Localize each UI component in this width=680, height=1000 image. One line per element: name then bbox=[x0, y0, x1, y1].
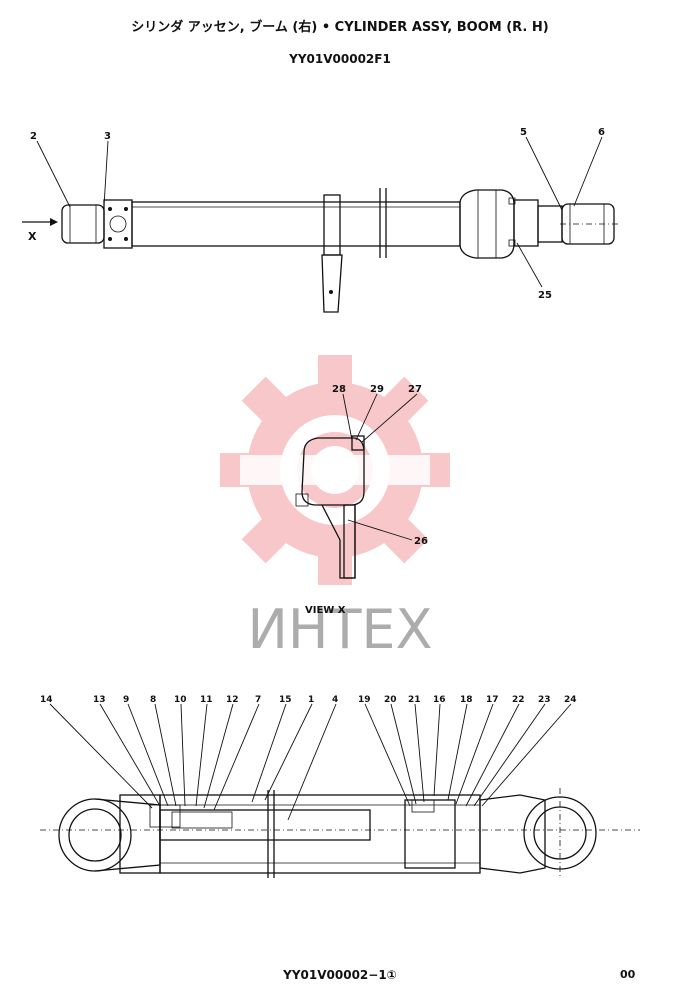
callout-26: 26 bbox=[414, 536, 428, 547]
callout-20: 20 bbox=[384, 695, 397, 705]
callout-14: 14 bbox=[40, 695, 53, 705]
callout-11: 11 bbox=[200, 695, 213, 705]
page-title: シリンダ アッセン, ブーム (右) • CYLINDER ASSY, BOOM… bbox=[131, 20, 549, 35]
callout-18: 18 bbox=[460, 695, 473, 705]
callout-22: 22 bbox=[512, 695, 525, 705]
callout-3: 3 bbox=[104, 131, 111, 142]
callout-1: 1 bbox=[308, 695, 314, 705]
section-leaders bbox=[49, 703, 572, 821]
callout-7: 7 bbox=[255, 695, 261, 705]
callout-19: 19 bbox=[358, 695, 371, 705]
callout-15: 15 bbox=[279, 695, 292, 705]
callout-9: 9 bbox=[123, 695, 129, 705]
callout-2: 2 bbox=[30, 131, 37, 142]
callout-24: 24 bbox=[564, 695, 577, 705]
top-view: X 2 3 bbox=[22, 127, 620, 313]
callout-17: 17 bbox=[486, 695, 499, 705]
callout-16: 16 bbox=[433, 695, 446, 705]
callout-10: 10 bbox=[174, 695, 187, 705]
view-x: 28 29 27 26 VIEW X bbox=[295, 384, 428, 616]
callout-4: 4 bbox=[332, 695, 338, 705]
part-number: YY01V00002F1 bbox=[289, 52, 391, 66]
callout-25: 25 bbox=[538, 290, 552, 301]
watermark-logo bbox=[220, 355, 450, 585]
callout-13: 13 bbox=[93, 695, 106, 705]
watermark-text: ИНТЕХ bbox=[247, 598, 432, 661]
callout-23: 23 bbox=[538, 695, 551, 705]
drawing-code: YY01V00002−1① bbox=[283, 968, 397, 982]
callout-5: 5 bbox=[520, 127, 527, 138]
callout-8: 8 bbox=[150, 695, 156, 705]
callout-28: 28 bbox=[332, 384, 346, 395]
callout-29: 29 bbox=[370, 384, 384, 395]
page-number: 00 bbox=[620, 968, 636, 981]
callout-12: 12 bbox=[226, 695, 239, 705]
section-view: 14 13 9 8 10 11 12 7 15 1 4 19 20 21 16 … bbox=[40, 695, 640, 878]
callout-27: 27 bbox=[408, 384, 422, 395]
view-x-caption: VIEW X bbox=[305, 605, 346, 616]
direction-label-x: X bbox=[28, 230, 37, 243]
callout-6: 6 bbox=[598, 127, 605, 138]
callout-21: 21 bbox=[408, 695, 421, 705]
